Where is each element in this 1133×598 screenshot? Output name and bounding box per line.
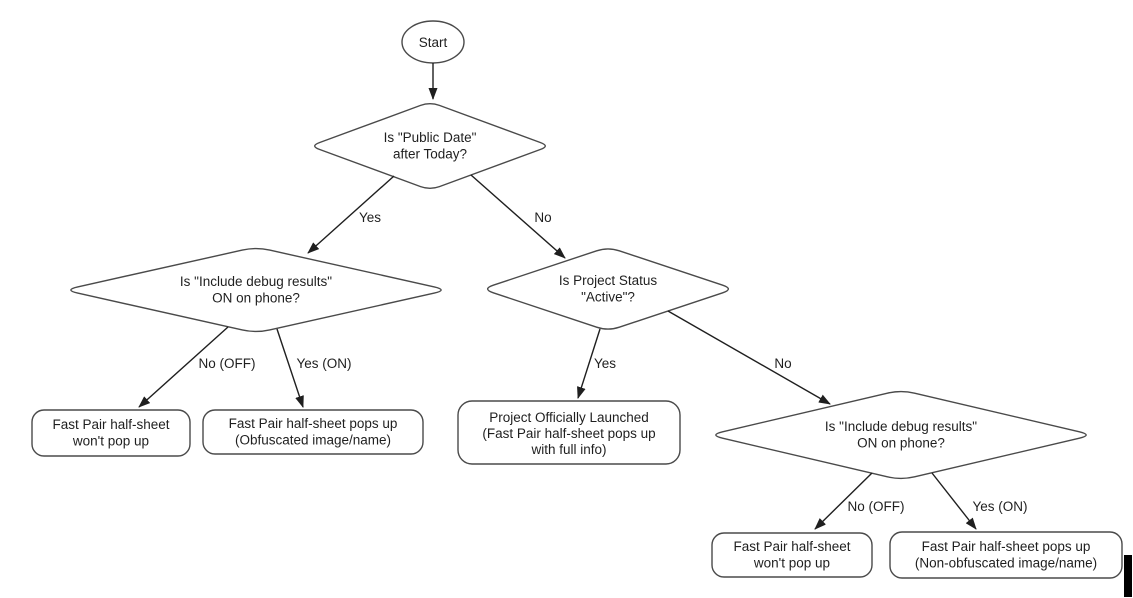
- edge-label-project-status-no: No: [774, 356, 791, 371]
- result-non-obfuscated-line2: (Non-obfuscated image/name): [915, 556, 1097, 571]
- edges-layer: [138, 63, 977, 530]
- result-launched-line1: Project Officially Launched: [489, 410, 649, 425]
- result-launched-line3: with full info): [530, 442, 606, 457]
- edge-label-layer: Yes No No (OFF) Yes (ON) Yes No No (OFF)…: [199, 210, 1028, 514]
- edge-debug-right-no: [814, 472, 873, 530]
- result-wont-popup-right-line2: won't pop up: [753, 556, 830, 571]
- result-launched: [457, 400, 681, 465]
- edge-label-public-date-no: No: [534, 210, 551, 225]
- shapes-layer: [31, 20, 1123, 579]
- decision-public-date: [314, 103, 546, 189]
- decision-public-date-line2: after Today?: [393, 147, 467, 162]
- result-wont-popup-right-line1: Fast Pair half-sheet: [733, 539, 850, 554]
- decision-debug-left-line2: ON on phone?: [212, 291, 300, 306]
- result-non-obfuscated: [889, 531, 1123, 579]
- decision-debug-right-line1: Is "Include debug results": [825, 419, 977, 434]
- edge-label-debug-right-no: No (OFF): [848, 499, 905, 514]
- edge-public-date-no: [470, 174, 566, 259]
- result-wont-popup-left-line2: won't pop up: [72, 434, 149, 449]
- edge-label-public-date-yes: Yes: [359, 210, 381, 225]
- result-wont-popup-right: [711, 532, 873, 578]
- edge-public-date-yes: [307, 175, 395, 254]
- node-text-layer: Start Is "Public Date" after Today? Is "…: [52, 35, 1097, 571]
- decision-public-date-line1: Is "Public Date": [384, 130, 477, 145]
- result-wont-popup-left: [31, 409, 191, 457]
- edge-label-project-status-yes: Yes: [594, 356, 616, 371]
- result-non-obfuscated-line1: Fast Pair half-sheet pops up: [922, 539, 1091, 554]
- edge-label-debug-right-yes: Yes (ON): [972, 499, 1027, 514]
- decision-debug-right: [715, 390, 1087, 480]
- edge-debug-left-yes: [276, 328, 304, 408]
- text-cursor-artifact: [1124, 555, 1132, 597]
- edge-label-debug-left-no: No (OFF): [199, 356, 256, 371]
- edge-project-status-no: [667, 310, 831, 405]
- edge-debug-right-yes: [931, 472, 977, 530]
- result-obfuscated-line1: Fast Pair half-sheet pops up: [229, 416, 398, 431]
- start-label: Start: [419, 35, 448, 50]
- decision-project-status-line1: Is Project Status: [559, 273, 658, 288]
- decision-project-status-line2: "Active"?: [581, 290, 635, 305]
- result-obfuscated-line2: (Obfuscated image/name): [235, 433, 391, 448]
- decision-project-status: [486, 248, 730, 330]
- result-wont-popup-left-line1: Fast Pair half-sheet: [52, 417, 169, 432]
- result-obfuscated: [202, 409, 424, 455]
- edge-debug-left-no: [138, 326, 229, 408]
- edge-project-status-yes: [577, 328, 601, 399]
- result-launched-line2: (Fast Pair half-sheet pops up: [482, 426, 655, 441]
- edge-label-debug-left-yes: Yes (ON): [296, 356, 351, 371]
- decision-debug-left: [70, 247, 442, 333]
- decision-debug-right-line2: ON on phone?: [857, 436, 945, 451]
- decision-debug-left-line1: Is "Include debug results": [180, 274, 332, 289]
